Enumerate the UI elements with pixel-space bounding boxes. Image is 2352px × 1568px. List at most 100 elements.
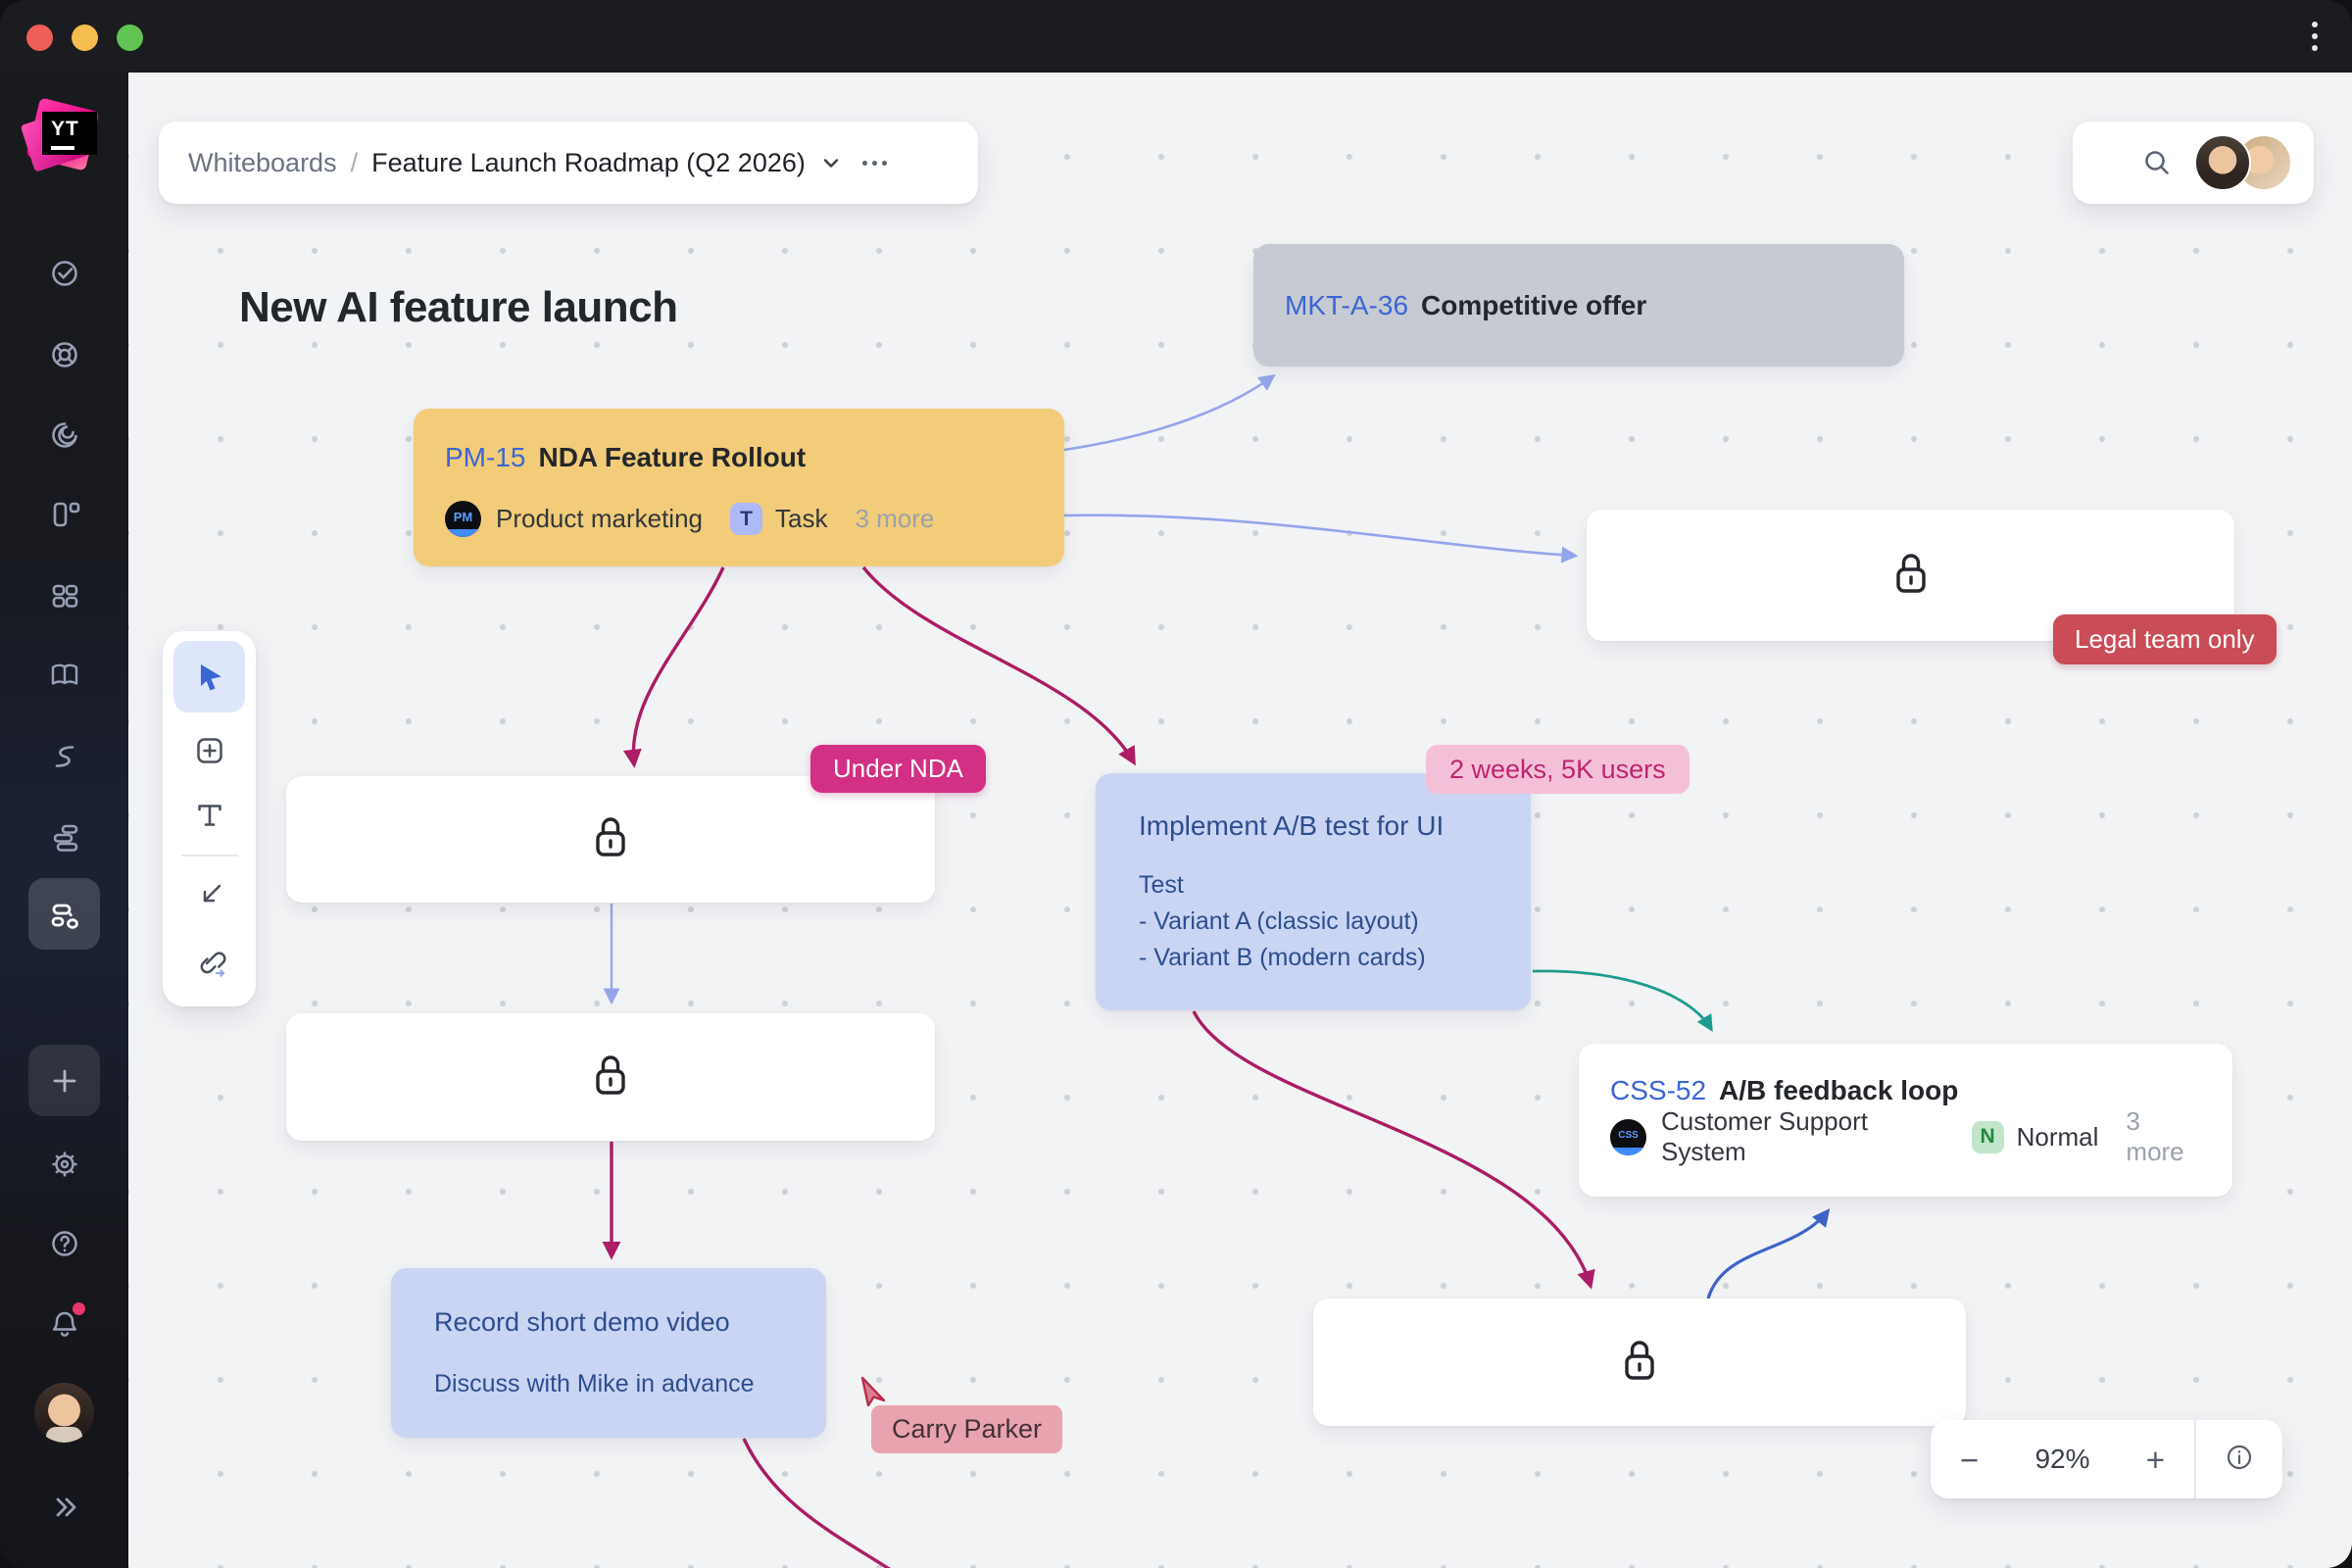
top-right-panel [2073,122,2314,204]
sidebar-item-settings[interactable] [0,1147,128,1182]
sidebar: YT [0,73,128,1568]
spiral-icon [47,417,82,453]
chevron-down-icon[interactable] [819,151,843,174]
note-card-ab-test[interactable]: Implement A/B test for UI Test - Variant… [1096,773,1531,1010]
grid-icon [47,578,82,613]
note-card-record-video[interactable]: Record short demo video Discuss with Mik… [391,1268,826,1438]
tool-palette [163,631,256,1006]
note-line: - Variant B (modern cards) [1139,944,1426,971]
sidebar-item-dashboards[interactable] [0,578,128,613]
sidebar-item-timesheets[interactable] [0,739,128,774]
issue-id[interactable]: CSS-52 [1610,1075,1707,1105]
search-icon[interactable] [2139,145,2175,180]
collaborator-cursor: Carry Parker [858,1376,1063,1453]
sidebar-add-button[interactable] [28,1045,100,1116]
issue-type-label: Task [774,504,828,533]
issue-card-pm[interactable]: PM-15 NDA Feature Rollout PM Product mar… [414,409,1064,566]
link-tool-button[interactable] [173,928,245,993]
locked-card-design-2[interactable] [286,1013,935,1141]
board-column-icon [47,497,82,532]
gear-icon [47,1147,82,1182]
add-shape-tool-button[interactable] [173,718,245,783]
issue-title: A/B feedback loop [1719,1075,1959,1105]
info-icon [2224,1442,2255,1478]
text-tool-button[interactable] [173,783,245,848]
logo-text: YT [51,117,79,140]
issue-type-badge: T [729,503,762,535]
divider [180,855,238,857]
note-subtitle: Discuss with Mike in advance [434,1370,755,1397]
project-name: Customer Support System [1661,1106,1868,1166]
priority-label: Normal [2016,1121,2099,1152]
sticker-legal-team-only[interactable]: Legal team only [2053,614,2277,664]
more-fields-label[interactable]: 3 more [2126,1106,2184,1166]
zoom-window-button[interactable] [117,24,143,51]
zoom-out-button[interactable]: − [1960,1441,1980,1478]
sidebar-item-gantt[interactable] [0,819,128,857]
issue-card-css[interactable]: CSS-52 A/B feedback loop CSS Customer Su… [1579,1044,2232,1197]
sticker-two-weeks[interactable]: 2 weeks, 5K users [1426,745,1690,794]
sidebar-item-tasks[interactable] [0,256,128,291]
check-circle-icon [47,256,82,291]
select-tool-button[interactable] [173,641,245,712]
minimize-window-button[interactable] [72,24,98,51]
issue-title: Competitive offer [1421,289,1647,320]
board-options-menu-icon[interactable] [861,160,887,166]
lifebuoy-icon [47,337,82,372]
collaborator-avatars[interactable] [2194,134,2292,191]
window-menu-icon[interactable] [2299,21,2330,52]
sticker-under-nda[interactable]: Under NDA [810,745,986,793]
issue-title: NDA Feature Rollout [538,442,807,472]
more-fields-label[interactable]: 3 more [855,504,935,533]
canvas-heading-main[interactable]: New AI feature launch [239,283,678,331]
sidebar-item-reports[interactable] [0,417,128,453]
question-circle-icon [47,1226,82,1261]
zoom-in-button[interactable]: + [2145,1441,2165,1478]
user-avatar[interactable] [34,1383,94,1443]
collaborator-avatar[interactable] [2194,134,2251,191]
issue-id[interactable]: PM-15 [445,442,526,472]
breadcrumb-whiteboards-link[interactable]: Whiteboards [188,147,337,177]
link-icon [200,952,226,977]
lock-icon [1890,550,1932,602]
whiteboard-flowchart-icon [0,897,128,939]
collaborator-name-label: Carry Parker [871,1405,1063,1453]
issue-id[interactable]: MKT-A-36 [1285,289,1409,320]
stacked-bars-icon [46,819,83,857]
project-avatar: CSS [1610,1118,1646,1155]
locked-card-bottom[interactable] [1313,1298,1966,1426]
plus-icon [53,1069,75,1092]
page-title[interactable]: Feature Launch Roadmap (Q2 2026) [371,147,806,177]
locked-card-design-1[interactable] [286,776,935,903]
zoom-control: − 92% + [1931,1420,2282,1498]
priority-badge: N [1971,1120,2004,1153]
close-window-button[interactable] [26,24,53,51]
sidebar-item-knowledge-base[interactable] [0,658,128,693]
cursor-arrow-icon [860,1376,886,1407]
bell-icon [46,1302,85,1343]
issue-card-mkt[interactable]: MKT-A-36 Competitive offer [1253,244,1904,367]
lock-icon [1619,1337,1660,1389]
notification-badge [72,1302,85,1315]
youtrack-logo[interactable]: YT [20,94,100,178]
note-title: Implement A/B test for UI [1139,810,1445,841]
sidebar-item-notifications[interactable] [0,1302,128,1343]
plus-square-icon [196,738,222,763]
breadcrumb-separator: / [350,147,359,177]
book-icon [47,658,82,693]
info-button[interactable] [2196,1420,2282,1498]
project-name: Product marketing [496,504,703,533]
sidebar-item-support[interactable] [0,337,128,372]
pointer-icon [200,663,221,690]
sidebar-expand-button[interactable] [0,1490,128,1525]
insert-tool-button[interactable] [173,863,245,928]
sidebar-item-boards[interactable] [0,497,128,532]
sidebar-item-help[interactable] [0,1226,128,1261]
project-avatar: PM [445,501,481,537]
text-tool-icon [197,805,221,826]
zoom-level[interactable]: 92% [2034,1444,2090,1474]
note-title: Record short demo video [434,1307,730,1337]
whiteboard-canvas[interactable]: Whiteboards / Feature Launch Roadmap (Q2… [128,73,2352,1568]
import-arrow-icon [203,884,220,903]
